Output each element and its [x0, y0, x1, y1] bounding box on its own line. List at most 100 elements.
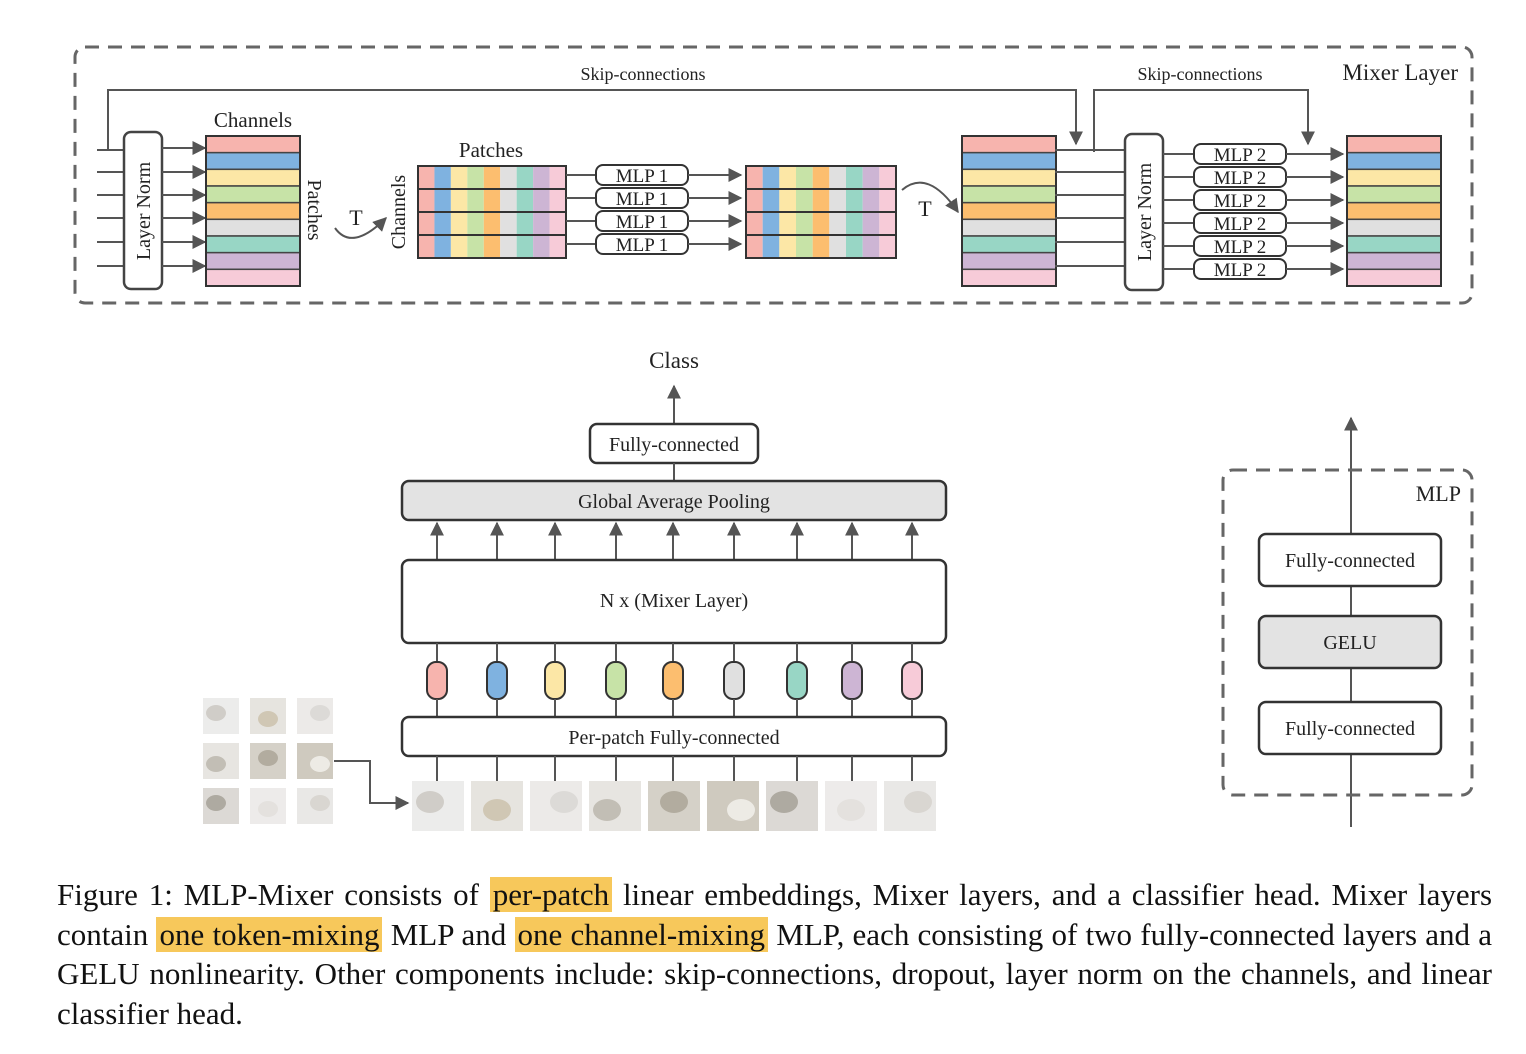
image-patch-detail: [727, 799, 755, 821]
mlp-fc-bottom-box: [1257, 700, 1443, 756]
channel-row: [205, 201, 301, 221]
mlp-gelu-label: GELU: [1323, 632, 1377, 654]
channel-row: [961, 168, 1057, 187]
class-label: Class: [649, 348, 699, 373]
transpose-2-arrow: [901, 181, 959, 214]
patch-table-1: [205, 135, 301, 287]
channels-label-top: Channels: [214, 108, 292, 132]
source-patch-detail: [206, 705, 226, 721]
channel-row: [1346, 151, 1442, 171]
mixer-layer-frame: [73, 45, 1474, 305]
mlp2-label: MLP 2: [1214, 214, 1267, 235]
transpose-1-arrow: [334, 217, 387, 239]
stack-2-out-lines: [1055, 149, 1125, 267]
per-patch-fc-label: Per-patch Fully-connected: [568, 727, 779, 749]
source-patch-detail: [258, 801, 278, 817]
mlp-fc-bottom-label: Fully-connected: [1285, 718, 1415, 740]
layer-norm-2-box: [1123, 132, 1165, 292]
image-patch-detail: [593, 799, 621, 821]
image-patch-detail: [483, 799, 511, 821]
token-embedding: [901, 661, 923, 700]
source-patch-detail: [310, 756, 330, 772]
image-patch-detail: [660, 791, 688, 813]
image-patch-detail: [770, 791, 798, 813]
channel-row: [1346, 201, 1442, 221]
mlp1-label: MLP 1: [616, 212, 669, 233]
channels-label-side: Channels: [388, 175, 410, 250]
token-embedding: [786, 661, 808, 700]
source-patch-detail: [206, 756, 226, 772]
table-border: [1346, 135, 1442, 287]
figure-caption: Figure 1: MLP-Mixer consists of per-patc…: [57, 877, 1493, 1031]
image-patch-detail: [550, 791, 578, 813]
patches-flatten-arrow: [334, 760, 410, 810]
mlp2-label: MLP 2: [1214, 237, 1267, 258]
layer-norm-1-label: Layer Norm: [133, 161, 155, 260]
input-lines: [97, 149, 124, 267]
patches-label-side: Patches: [303, 179, 325, 240]
channel-row: [1346, 251, 1442, 271]
layer-norm-1-arrows: [162, 141, 207, 273]
mlp-fc-top-box: [1257, 532, 1443, 588]
channel-row: [961, 201, 1057, 221]
channel-row: [961, 185, 1057, 204]
channel-row: [1346, 185, 1442, 204]
token-embedding: [662, 661, 684, 700]
layer-norm-1-box: [122, 130, 164, 291]
channel-row: [205, 268, 301, 287]
mlp2-label: MLP 2: [1214, 260, 1267, 281]
channel-row: [205, 185, 301, 204]
token-embedding: [723, 661, 745, 700]
skip-connection-1-label: Skip-connections: [581, 64, 706, 84]
highlight-channel-mixing: one channel-mixing: [514, 916, 769, 952]
mlp2-label: MLP 2: [1214, 168, 1267, 189]
channel-row: [961, 218, 1057, 237]
highlight-per-patch: per-patch: [489, 877, 613, 912]
transposed-table-2: [745, 165, 897, 259]
channel-row: [961, 235, 1057, 254]
mlp-mixer-diagram: Mixer Layer Skip-connections Skip-connec…: [73, 45, 1474, 831]
source-patch-detail: [310, 795, 330, 811]
token-embedding: [605, 661, 627, 700]
mlp-fc-top-label: Fully-connected: [1285, 550, 1415, 572]
table-border: [417, 165, 567, 259]
global-pooling-box: [400, 479, 948, 522]
pooling-input-arrows: [430, 521, 919, 560]
mixer-stack-label: N x (Mixer Layer): [600, 590, 748, 612]
channel-row: [1346, 268, 1442, 287]
patch-table-3: [1346, 135, 1442, 287]
source-image-patch-grid: [203, 698, 333, 824]
mlp1-label: MLP 1: [616, 166, 669, 187]
patches-label-top: Patches: [459, 138, 523, 162]
highlight-token-mixing: one token-mixing: [156, 916, 383, 952]
channel-row: [1346, 135, 1442, 154]
layer-norm-2-label: Layer Norm: [1134, 162, 1156, 261]
channel-row: [205, 218, 301, 237]
image-patch-detail: [837, 799, 865, 821]
global-pooling-label: Global Average Pooling: [578, 491, 770, 513]
channel-row: [1346, 168, 1442, 187]
mlp-frame: [1221, 468, 1474, 797]
transposed-table-1: [417, 165, 567, 259]
token-embedding: [841, 661, 863, 700]
patch-input-lines: [436, 756, 913, 784]
token-embedding: [486, 661, 508, 700]
transpose-2-label: T: [918, 196, 932, 221]
mlp1-label: MLP 1: [616, 235, 669, 256]
channel-row: [205, 151, 301, 171]
channel-row: [205, 168, 301, 187]
mlp-gelu-box: [1257, 614, 1443, 670]
token-embedding: [426, 661, 448, 700]
mlp-title: MLP: [1416, 481, 1461, 506]
skip-connection-1-line: [107, 89, 1083, 150]
channel-row: [1346, 235, 1442, 254]
mlp2-label: MLP 2: [1214, 191, 1267, 212]
source-patch-detail: [206, 795, 226, 811]
channel-row: [1346, 218, 1442, 237]
channel-row: [961, 135, 1057, 154]
channel-row: [961, 151, 1057, 171]
channel-row: [961, 268, 1057, 287]
token-embeddings: [426, 643, 923, 717]
